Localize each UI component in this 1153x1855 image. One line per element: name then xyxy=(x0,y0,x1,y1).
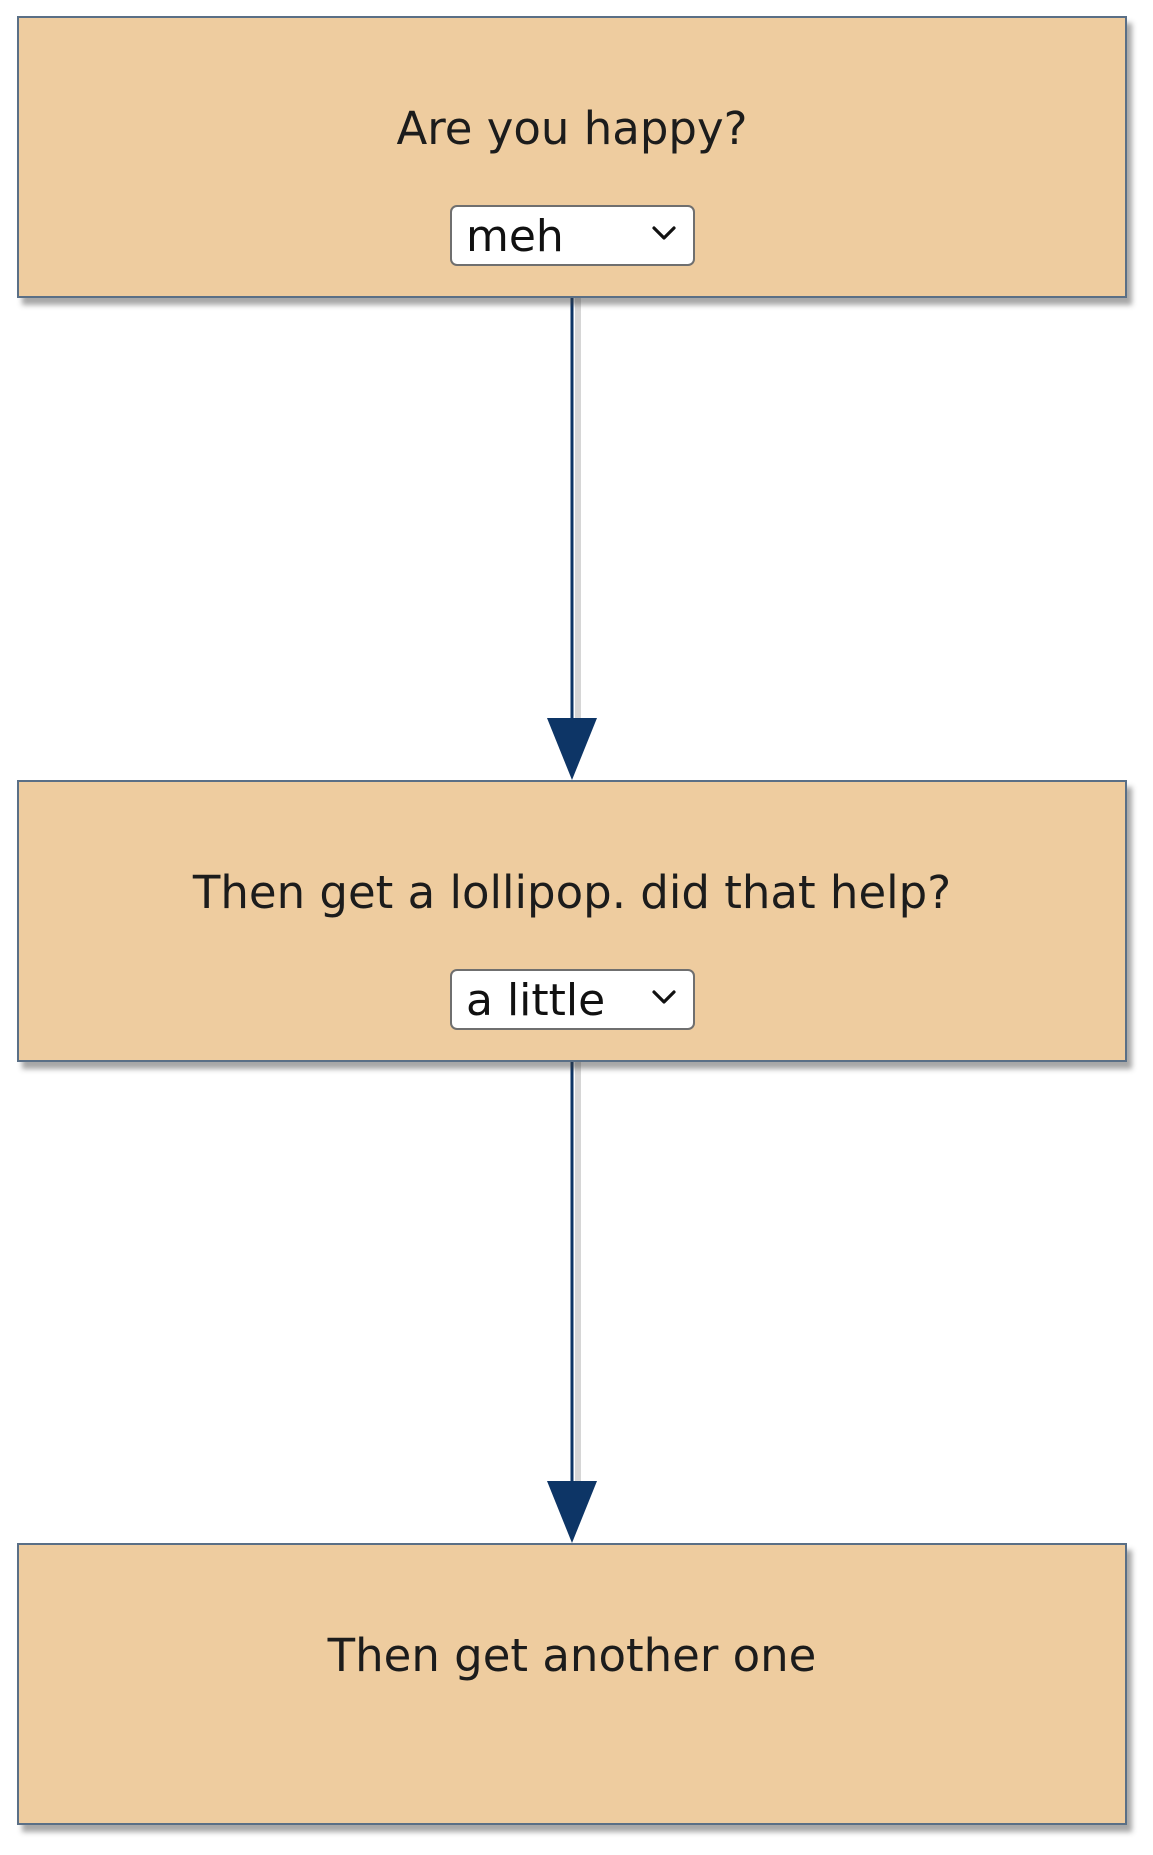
node-question-text: Then get a lollipop. did that help? xyxy=(192,866,952,919)
answer-dropdown[interactable]: a little xyxy=(450,969,695,1030)
dropdown-selected-value: a little xyxy=(466,975,606,1026)
answer-dropdown[interactable]: meh xyxy=(450,205,695,266)
node-result-text: Then get another one xyxy=(327,1629,817,1682)
flow-node-question-2: Then get a lollipop. did that help? a li… xyxy=(17,780,1127,1062)
chevron-down-icon xyxy=(652,226,676,240)
node-question-text: Are you happy? xyxy=(396,102,748,155)
flow-node-result: Then get another one xyxy=(17,1543,1127,1825)
arrowhead-icon xyxy=(547,1481,597,1543)
chevron-down-icon xyxy=(652,990,676,1004)
arrowhead-icon xyxy=(547,718,597,780)
dropdown-selected-value: meh xyxy=(466,211,564,262)
flow-node-question-1: Are you happy? meh xyxy=(17,16,1127,298)
